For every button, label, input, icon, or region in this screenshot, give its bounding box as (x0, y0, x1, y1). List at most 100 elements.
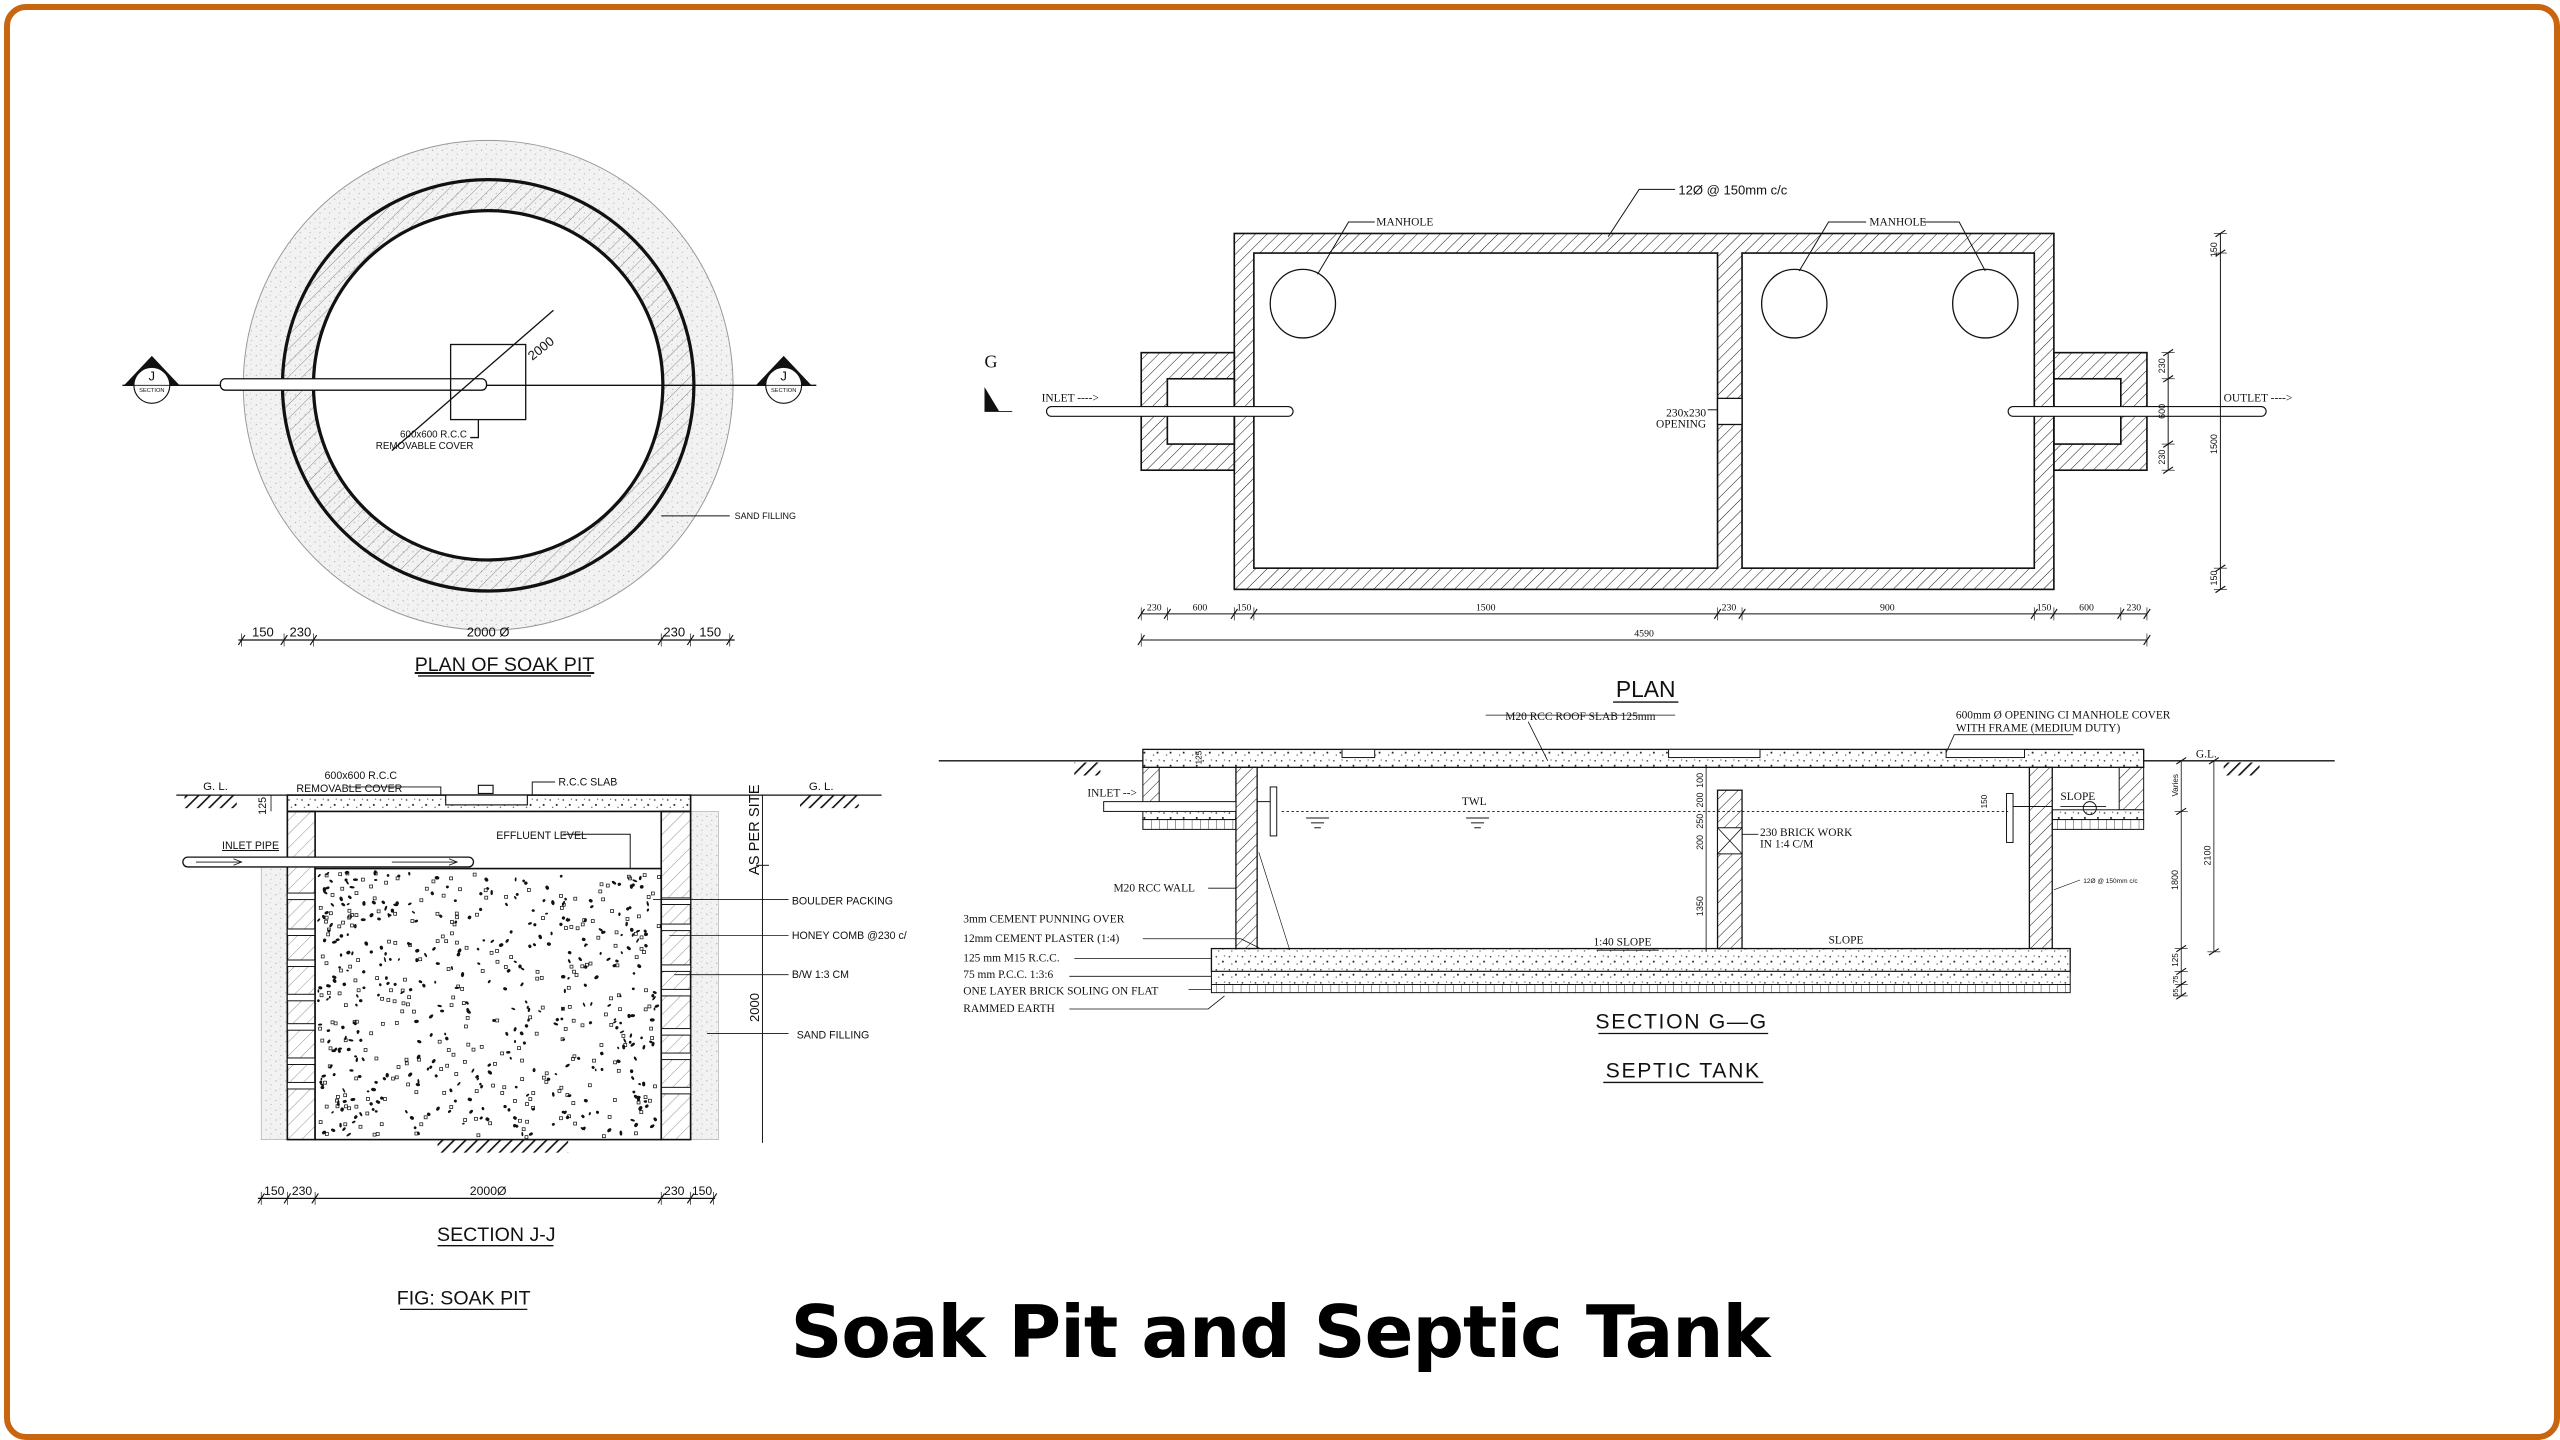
boulder (326, 984, 331, 988)
boulder (590, 905, 594, 909)
boulder (565, 1063, 570, 1068)
boulder (649, 1026, 653, 1031)
boulder (340, 886, 345, 891)
honeycomb-gap (660, 923, 692, 932)
boulder (324, 873, 329, 878)
boulder (375, 976, 379, 980)
boulder (376, 909, 381, 914)
boulder (384, 952, 387, 956)
boulder (636, 1097, 641, 1102)
floor-layer-labels: 3mm CEMENT PUNNING OVER 12mm CEMENT PLAS… (963, 913, 1261, 1015)
boulder (619, 1021, 622, 1025)
boulder (652, 996, 656, 1001)
boulder (467, 1097, 473, 1102)
boulder (396, 1065, 401, 1069)
boulder (647, 1004, 652, 1009)
honeycomb-gap (286, 959, 316, 968)
boulder (541, 1075, 546, 1080)
boulder (618, 1007, 622, 1012)
svg-text:150: 150 (699, 625, 721, 640)
boulder (633, 1056, 637, 1061)
boulder (379, 945, 384, 950)
rcc-wall-label: M20 RCC WALL (1113, 882, 1195, 894)
boulder (432, 947, 436, 951)
boulder (409, 1116, 414, 1120)
boulder (333, 1021, 338, 1026)
boulder (389, 988, 393, 993)
boulder (477, 962, 481, 965)
boulder (354, 1019, 359, 1024)
boulder (613, 1018, 617, 1021)
svg-text:250: 250 (1695, 814, 1705, 829)
boulder (561, 916, 566, 920)
boulder (329, 911, 333, 916)
boulder (355, 1003, 358, 1007)
boulder (467, 915, 472, 920)
boulder (521, 1131, 524, 1137)
boulder (551, 1122, 555, 1126)
boulder (629, 1069, 634, 1074)
inlet-pipe (1103, 801, 1237, 812)
svg-text:125: 125 (257, 797, 269, 815)
boulder (619, 1030, 625, 1034)
boulder (429, 1033, 433, 1037)
removable-cover (449, 343, 527, 421)
boulder (634, 1122, 638, 1128)
boulder (384, 905, 388, 911)
boulder (357, 1074, 362, 1079)
boulder (642, 950, 646, 954)
svg-text:ONE LAYER BRICK SOLING ON FLAT: ONE LAYER BRICK SOLING ON FLAT (963, 985, 1158, 997)
boulder (347, 1106, 351, 1111)
boulder (385, 1073, 389, 1078)
boulder (324, 919, 328, 924)
boulder (369, 884, 373, 889)
boulder-stones (317, 870, 661, 1139)
boulder (415, 958, 419, 963)
boulder (466, 1009, 471, 1014)
boulder (331, 1111, 334, 1114)
boulder (639, 885, 644, 889)
boulder (636, 929, 640, 933)
boulder (385, 976, 388, 980)
boulder (492, 1018, 496, 1022)
boulder (382, 1077, 386, 1081)
boulder (341, 902, 346, 907)
boulder (506, 968, 511, 973)
boulder (372, 1132, 377, 1137)
diameter-line (391, 309, 554, 452)
boulder (457, 948, 462, 953)
boulder (654, 1004, 660, 1008)
boulder (540, 1005, 545, 1010)
svg-text:200: 200 (1695, 835, 1705, 850)
svg-text:900: 900 (1880, 603, 1895, 614)
boulder (640, 1036, 643, 1040)
boulder (619, 994, 622, 998)
boulder (612, 1098, 617, 1102)
brickwork-label: B/W 1:3 CM (792, 969, 849, 981)
boulder (471, 1068, 475, 1073)
boulder (440, 1009, 445, 1013)
boulder (527, 1018, 530, 1022)
manhole-circle (1760, 268, 1828, 339)
boulder (563, 1110, 567, 1115)
boulder (317, 918, 321, 922)
boulder (614, 930, 619, 935)
svg-text:4590: 4590 (1634, 629, 1654, 640)
boulder (630, 1014, 636, 1018)
boulder (625, 921, 628, 927)
boulder (406, 1002, 410, 1007)
boulder (574, 973, 579, 977)
boulder (545, 885, 550, 890)
boulder (482, 939, 486, 942)
boulder (419, 898, 424, 903)
boulder (485, 1117, 490, 1122)
boulder (354, 1076, 359, 1081)
septic-tank-section: G.L. TWL INLET --> SLOPE 1:40 SLOPE SLOP… (938, 709, 2335, 1084)
boulder (504, 894, 508, 899)
right-rcc-wall (2028, 766, 2053, 950)
inlet-pipe (219, 378, 488, 391)
outlet-pipe (2007, 405, 2267, 417)
boulder (533, 923, 537, 927)
boulder (598, 928, 603, 932)
boulder (319, 1080, 323, 1084)
